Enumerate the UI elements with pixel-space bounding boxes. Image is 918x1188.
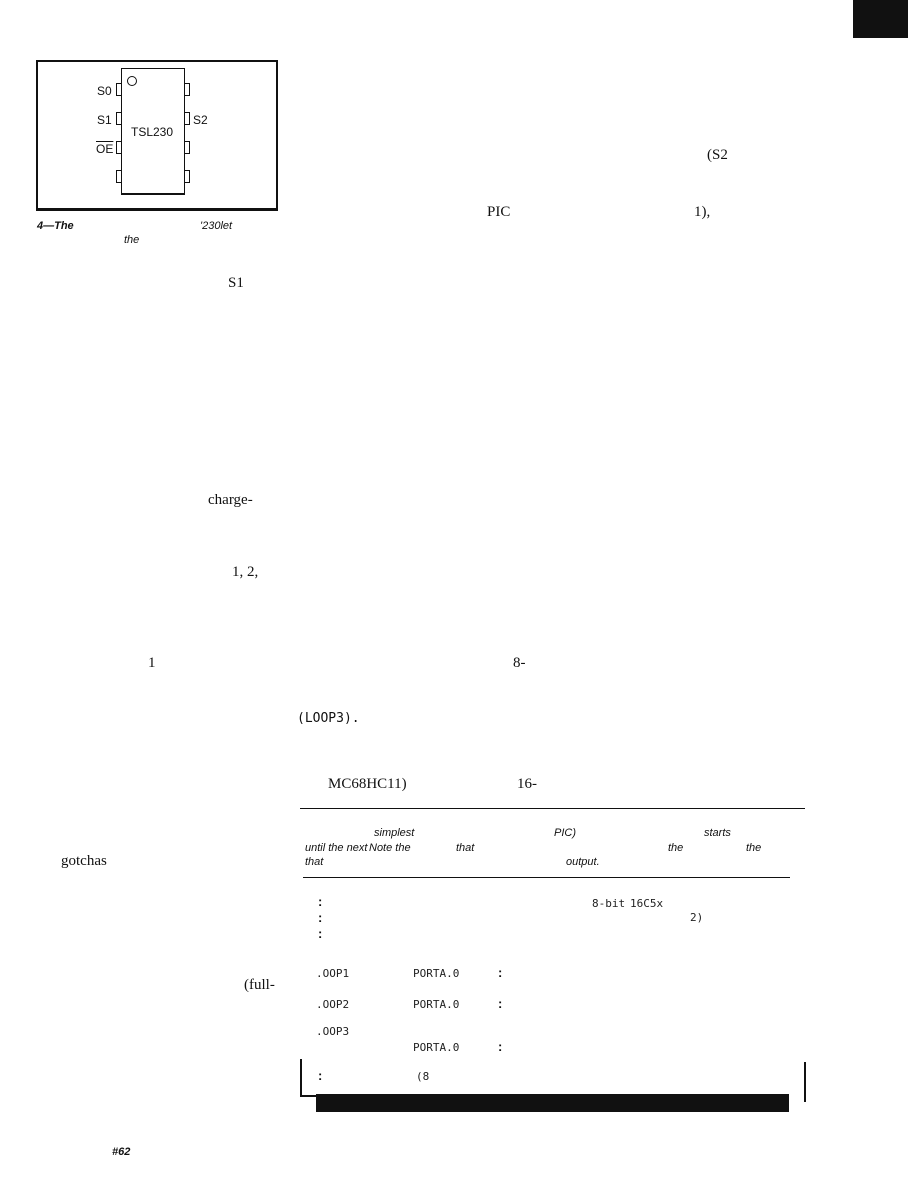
listing-caption-fragment: that	[456, 842, 475, 854]
text-fragment: 8-	[513, 655, 526, 671]
loop1-label: .OOP1	[316, 967, 350, 980]
chip-pin	[185, 112, 190, 125]
comment-marker: :	[318, 894, 323, 909]
chip-pin	[185, 83, 190, 96]
text-fragment: charge-	[208, 492, 253, 508]
text-fragment: MC68HC11)	[328, 776, 407, 792]
figure-4-frame	[36, 60, 278, 211]
text-fragment: gotchas	[61, 853, 107, 869]
chip-pin	[116, 170, 121, 183]
text-fragment: S1	[228, 275, 244, 291]
listing-header-rule	[303, 877, 790, 878]
figure-caption-fragment: '230let	[200, 220, 233, 232]
loop1-operand: PORTA.0	[413, 967, 460, 980]
comment-marker: :	[498, 1039, 503, 1054]
code-fragment: (8	[416, 1070, 430, 1083]
listing-caption-fragment: simplest	[374, 827, 415, 839]
chip-package	[121, 68, 185, 195]
loop2-label: .OOP2	[316, 998, 350, 1011]
code-fragment: 16C5x	[630, 897, 664, 910]
text-fragment: (LOOP3).	[297, 711, 360, 726]
listing-caption-fragment: PIC)	[554, 827, 576, 839]
listing-caption-fragment: starts	[704, 827, 731, 839]
text-fragment: 16-	[517, 776, 537, 792]
pin1-marker-icon	[127, 76, 137, 86]
code-fragment: 8-bit	[592, 897, 626, 910]
figure-caption-number: 4—The	[37, 220, 74, 232]
listing-caption-fragment: until the next	[305, 842, 368, 854]
pin-label-oe: OE	[96, 142, 114, 156]
pin-label-s2: S2	[193, 113, 208, 127]
text-fragment: 1	[148, 655, 156, 671]
listing-caption-fragment: the	[668, 842, 684, 854]
chip-pin	[116, 83, 121, 96]
text-fragment: 1),	[694, 204, 711, 220]
chip-pin	[116, 112, 121, 125]
listing-caption-fragment: the	[746, 842, 762, 854]
chip-pin	[185, 170, 190, 183]
pin-label-s1: S1	[97, 113, 112, 127]
code-fragment: 2)	[690, 911, 704, 924]
text-fragment: PIC	[487, 204, 511, 220]
chip-pin	[185, 141, 190, 154]
figure-caption-fragment: the	[124, 234, 140, 246]
listing-caption-fragment: Note the	[369, 842, 411, 854]
comment-marker: :	[318, 926, 323, 941]
listing-caption-fragment: output.	[566, 856, 600, 868]
listing-border-right	[804, 1062, 806, 1102]
chip-pin	[116, 141, 121, 154]
chip-name: TSL230	[131, 125, 174, 139]
issue-number: #62	[112, 1146, 131, 1158]
listing-border-corner	[300, 1095, 316, 1097]
text-fragment: (full-	[244, 977, 275, 993]
pin-label-s0: S0	[97, 84, 112, 98]
comment-marker: :	[498, 996, 503, 1011]
loop2-operand: PORTA.0	[413, 998, 460, 1011]
listing-border-left	[300, 1059, 302, 1096]
comment-marker: :	[318, 910, 323, 925]
comment-marker: :	[318, 1068, 323, 1083]
text-fragment: (S2	[707, 147, 728, 163]
corner-tab	[853, 0, 908, 38]
text-fragment: 1, 2,	[232, 564, 259, 580]
loop3-operand: PORTA.0	[413, 1041, 460, 1054]
listing-footer-bar	[316, 1094, 789, 1112]
listing-caption-fragment: that	[305, 856, 324, 868]
listing-border-top	[300, 808, 805, 809]
loop3-label: .OOP3	[316, 1025, 350, 1038]
comment-marker: :	[498, 965, 503, 980]
